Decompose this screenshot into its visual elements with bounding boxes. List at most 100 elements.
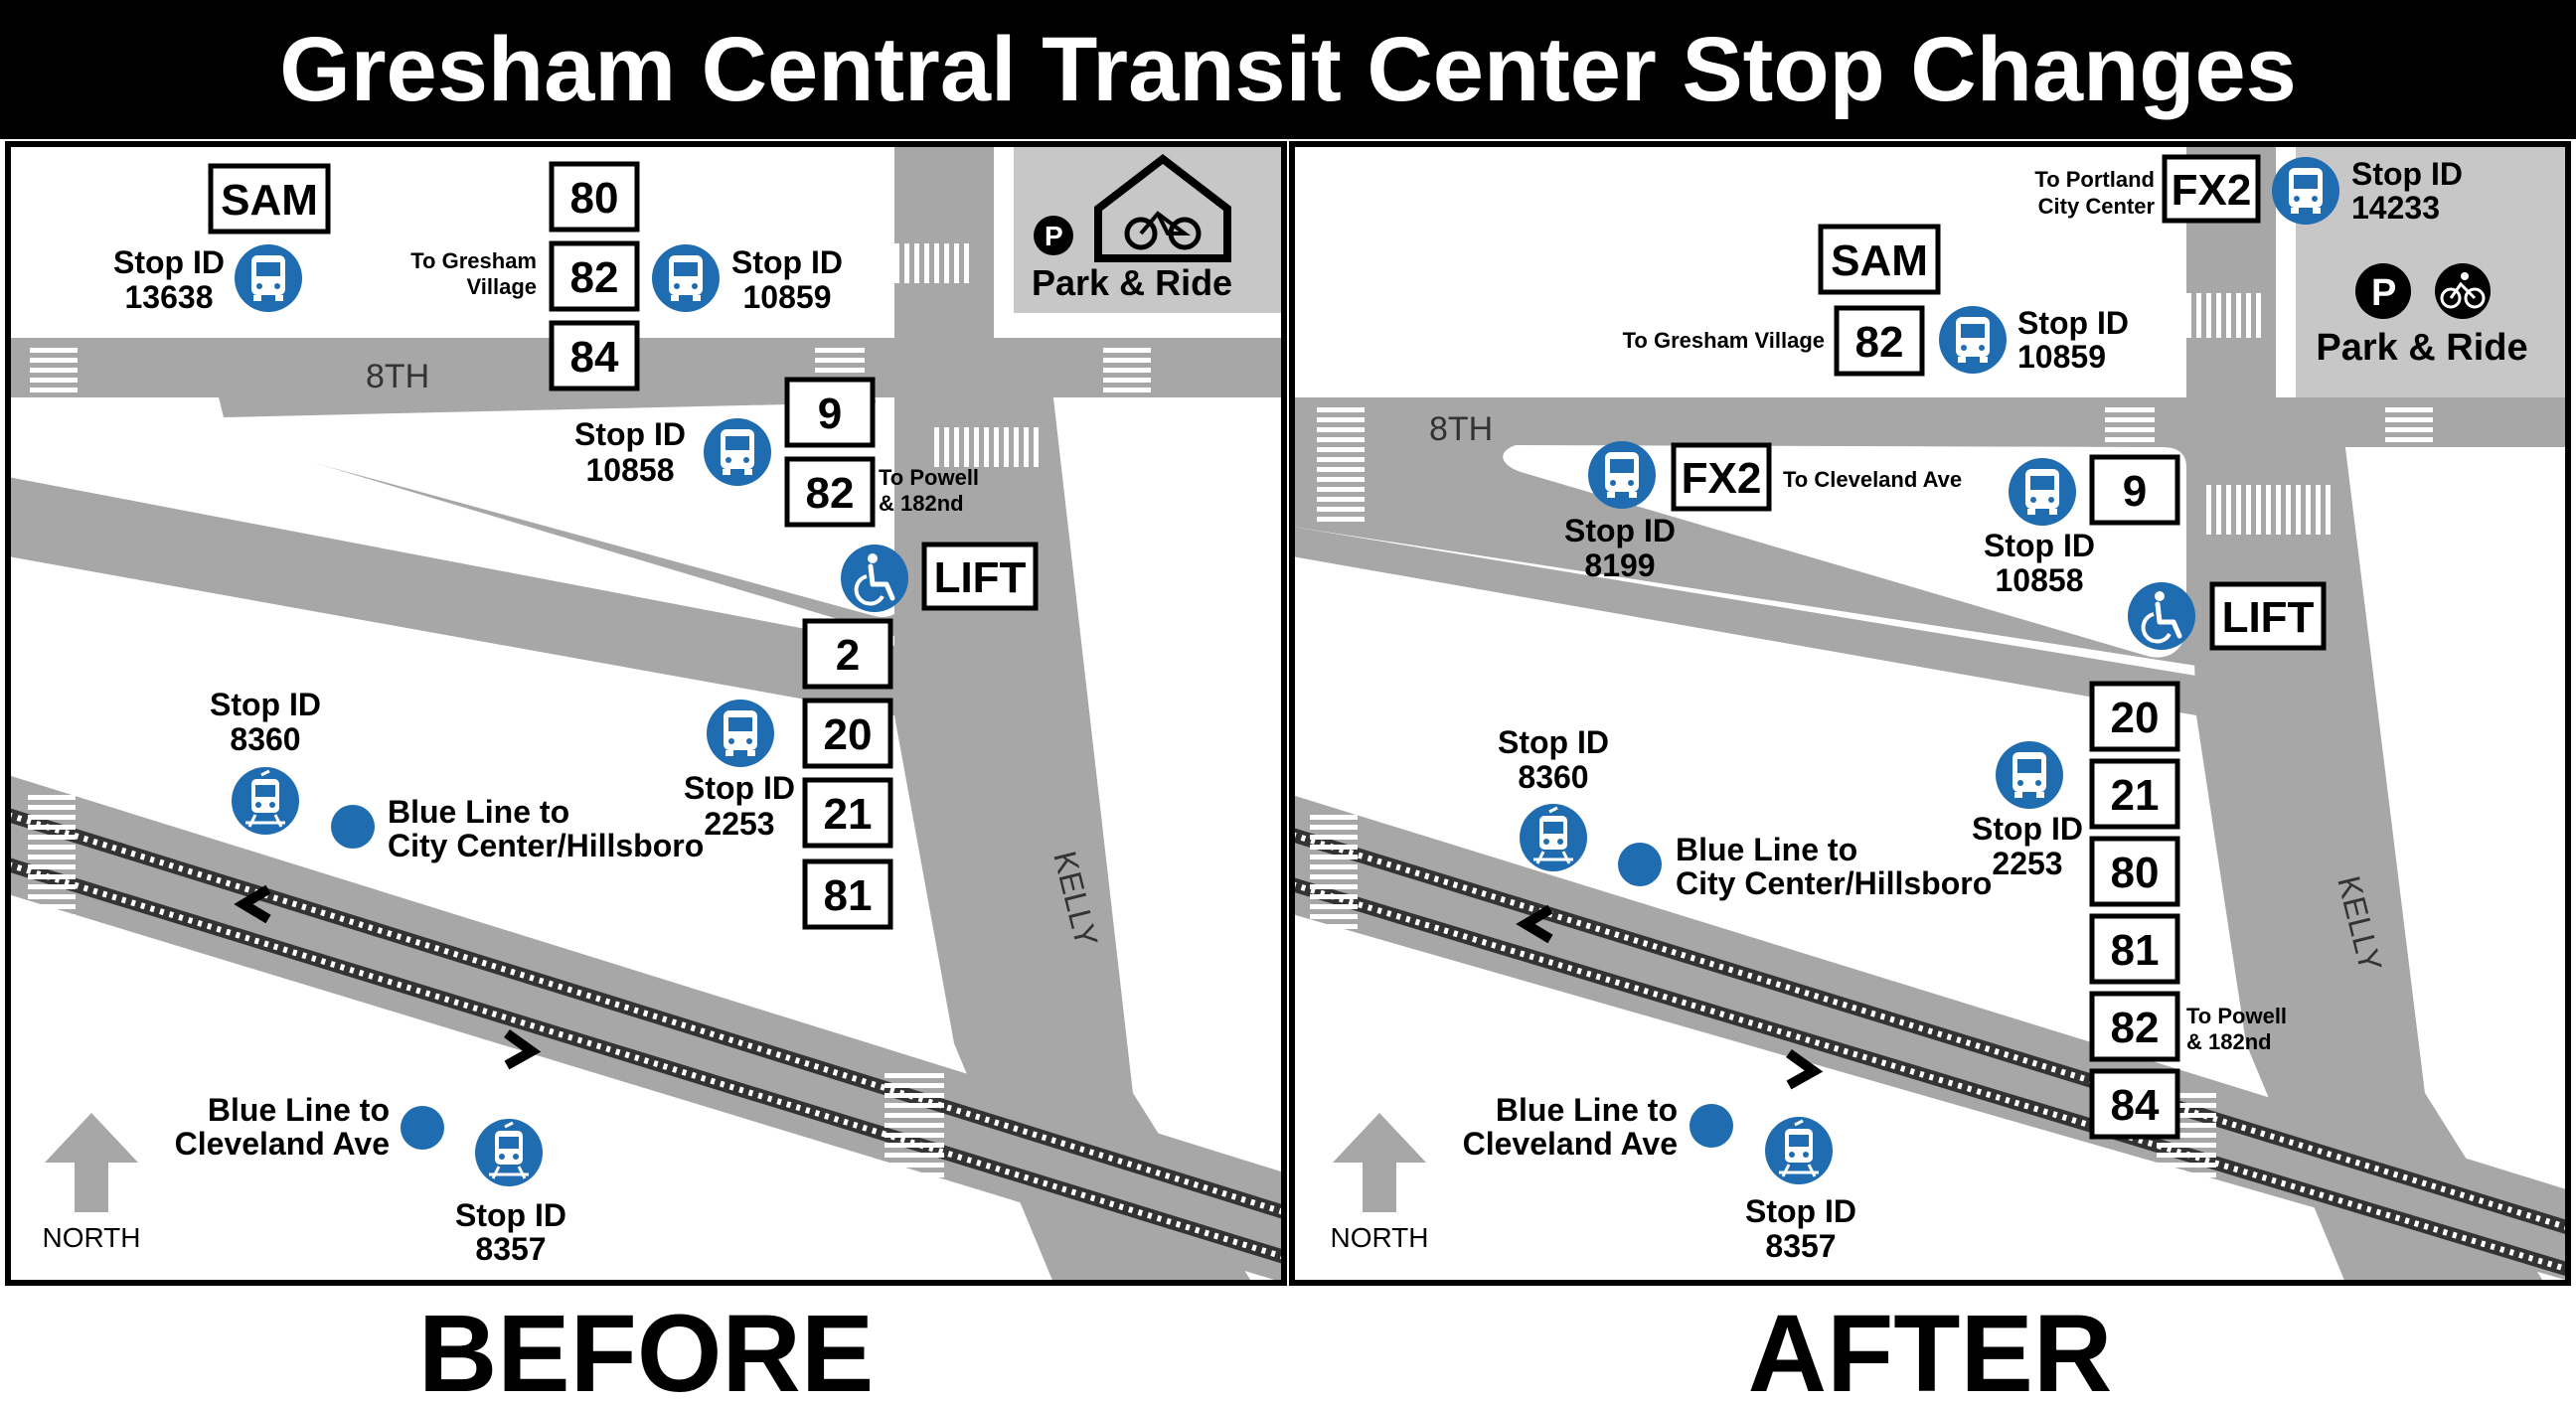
note-182nd: & 182nd [879, 491, 964, 516]
bus-icon [235, 244, 302, 312]
bus-icon [2272, 157, 2339, 225]
stop-label: Stop ID [1972, 811, 2083, 847]
blue-line-cleveland-2: Cleveland Ave [175, 1126, 390, 1162]
north-label: NORTH [42, 1222, 140, 1253]
stop-id: 10859 [2017, 339, 2106, 375]
train-icon [1763, 1115, 1835, 1186]
page-title: Gresham Central Transit Center Stop Chan… [0, 0, 2576, 139]
stop-label: Stop ID [2351, 156, 2463, 192]
stop-label: Stop ID [2017, 305, 2129, 341]
street-kelly [2186, 447, 2544, 1283]
blue-line-cleveland-1: Blue Line to [208, 1092, 390, 1128]
before-frame [5, 141, 1287, 1286]
svg-text:84: 84 [2111, 1081, 2160, 1130]
after-label: AFTER [1748, 1293, 2113, 1404]
note-village: Village [466, 274, 537, 299]
parking-p-icon [2355, 263, 2411, 319]
route-box-fx2-portland: FX2 [2162, 154, 2261, 224]
blue-line-cleveland-2: Cleveland Ave [1463, 1126, 1678, 1162]
route-box-82: 82 [549, 240, 640, 312]
stop-id: 8199 [1584, 547, 1655, 583]
route-box-82-powell: 82 [2089, 991, 2180, 1062]
svg-text:9: 9 [818, 390, 842, 438]
street-8th [8, 338, 1284, 397]
blue-line-cleveland-1: Blue Line to [1496, 1092, 1678, 1128]
stop-id: 10859 [743, 279, 832, 315]
train-icon [473, 1117, 545, 1188]
blue-line-dot [1690, 1104, 1733, 1148]
stop-label: Stop ID [1498, 724, 1609, 760]
route-box-sam: SAM [1818, 224, 1941, 295]
svg-text:LIFT: LIFT [2222, 593, 2315, 642]
north-label: NORTH [1330, 1222, 1428, 1253]
note-to-gresham-village: To Gresham Village [1623, 328, 1825, 353]
route-box-80: 80 [2089, 836, 2180, 907]
stop-id: 13638 [125, 279, 214, 315]
bus-icon [704, 418, 771, 486]
bus-icon [1996, 741, 2063, 809]
blue-line-city-2: City Center/Hillsboro [388, 828, 704, 863]
route-box-81: 81 [802, 858, 893, 930]
stop-id: 2253 [704, 806, 774, 842]
svg-text:82: 82 [570, 253, 619, 302]
svg-text:81: 81 [824, 871, 873, 920]
before-label: BEFORE [418, 1293, 874, 1404]
stop-label: Stop ID [731, 244, 843, 280]
svg-text:21: 21 [2111, 771, 2160, 820]
note-182nd: & 182nd [2186, 1029, 2272, 1054]
route-box-20: 20 [802, 698, 893, 769]
stop-id: 14233 [2351, 190, 2440, 226]
bus-icon [652, 244, 720, 312]
route-box-84: 84 [2089, 1068, 2180, 1140]
stop-label: Stop ID [1745, 1193, 1856, 1229]
park-ride-lot [2296, 144, 2568, 397]
parking-p-icon [1034, 216, 1073, 255]
svg-text:82: 82 [1855, 318, 1904, 367]
park-ride-label: Park & Ride [2316, 327, 2527, 369]
route-box-9: 9 [784, 377, 876, 448]
svg-text:2: 2 [836, 631, 860, 680]
svg-text:P: P [1045, 221, 1063, 251]
stop-label: Stop ID [113, 244, 225, 280]
svg-text:LIFT: LIFT [934, 553, 1027, 602]
blue-line-city-1: Blue Line to [388, 794, 569, 830]
svg-text:21: 21 [824, 790, 873, 839]
street-label-8th: 8TH [366, 358, 429, 395]
stop-id: 8360 [230, 721, 300, 757]
route-box-9: 9 [2089, 454, 2180, 526]
svg-text:SAM: SAM [1831, 236, 1928, 285]
stop-id: 8360 [1518, 759, 1588, 795]
route-box-21: 21 [2089, 758, 2180, 830]
north-arrow-icon [1333, 1113, 1426, 1212]
svg-text:P: P [2371, 272, 2396, 314]
bus-icon [1939, 306, 2007, 374]
note-to-powell: To Powell [879, 465, 979, 490]
stop-label: Stop ID [455, 1197, 566, 1233]
route-box-fx2-cleveland: FX2 [1671, 442, 1772, 512]
north-arrow-icon [45, 1113, 138, 1212]
svg-text:20: 20 [2111, 694, 2160, 742]
blue-line-city-2: City Center/Hillsboro [1676, 865, 1992, 901]
svg-text:20: 20 [824, 710, 873, 759]
bus-icon [1588, 441, 1656, 509]
stop-label: Stop ID [684, 770, 795, 806]
stop-label: Stop ID [1984, 528, 2095, 563]
before-map: 8TH KELLY P Park & Ride SAM 80 82 84 9 8… [5, 141, 1287, 1404]
stop-label: Stop ID [574, 416, 686, 452]
train-icon [230, 765, 301, 837]
svg-text:82: 82 [806, 469, 855, 518]
bus-icon [2009, 458, 2076, 526]
route-box-81: 81 [2089, 913, 2180, 985]
park-ride-label: Park & Ride [1032, 262, 1232, 303]
bus-icon [707, 700, 774, 767]
train-icon [1518, 802, 1589, 873]
bike-shelter-icon [1094, 153, 1231, 262]
diagonal-road [8, 477, 894, 715]
stop-id: 2253 [1992, 846, 2062, 881]
stop-id: 8357 [475, 1231, 546, 1267]
bicycle-icon [2435, 263, 2491, 319]
wheelchair-icon [2128, 582, 2195, 650]
route-box-sam: SAM [208, 163, 331, 234]
blue-line-dot [401, 1106, 444, 1150]
